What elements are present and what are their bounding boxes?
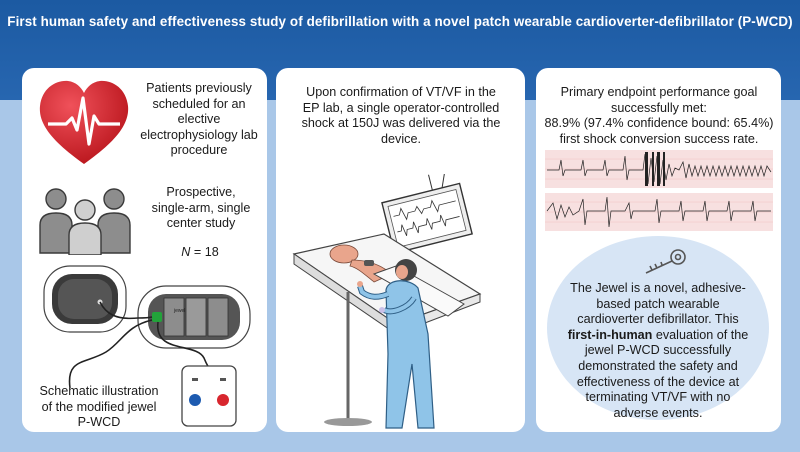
ecg-strip-2 (545, 193, 773, 231)
ecg-strip-1 (545, 150, 773, 188)
ep-lab-illustration (292, 174, 482, 429)
endpoint-text: Primary endpoint performance goal succes… (544, 85, 774, 146)
study-design-text: Prospective, single-arm, single center s… (151, 185, 251, 231)
schematic-caption: Schematic illustration of the modified j… (39, 384, 159, 430)
people-icon (39, 188, 131, 255)
jewel-summary-text: The Jewel is a novel, adhesive- based pa… (567, 281, 749, 420)
sample-size-text: N = 18 (181, 245, 219, 259)
key-icon (645, 249, 686, 274)
device-schematic: jewel (43, 265, 251, 427)
device-label: jewel (173, 308, 185, 314)
heart-icon (39, 80, 129, 164)
page-title: First human safety and effectiveness stu… (7, 14, 793, 29)
patients-text: Patients previously scheduled for an ele… (140, 81, 258, 158)
first-in-human-highlight: first-in-human (567, 327, 653, 342)
shock-text: Upon confirmation of VT/VF in the EP lab… (301, 85, 501, 146)
